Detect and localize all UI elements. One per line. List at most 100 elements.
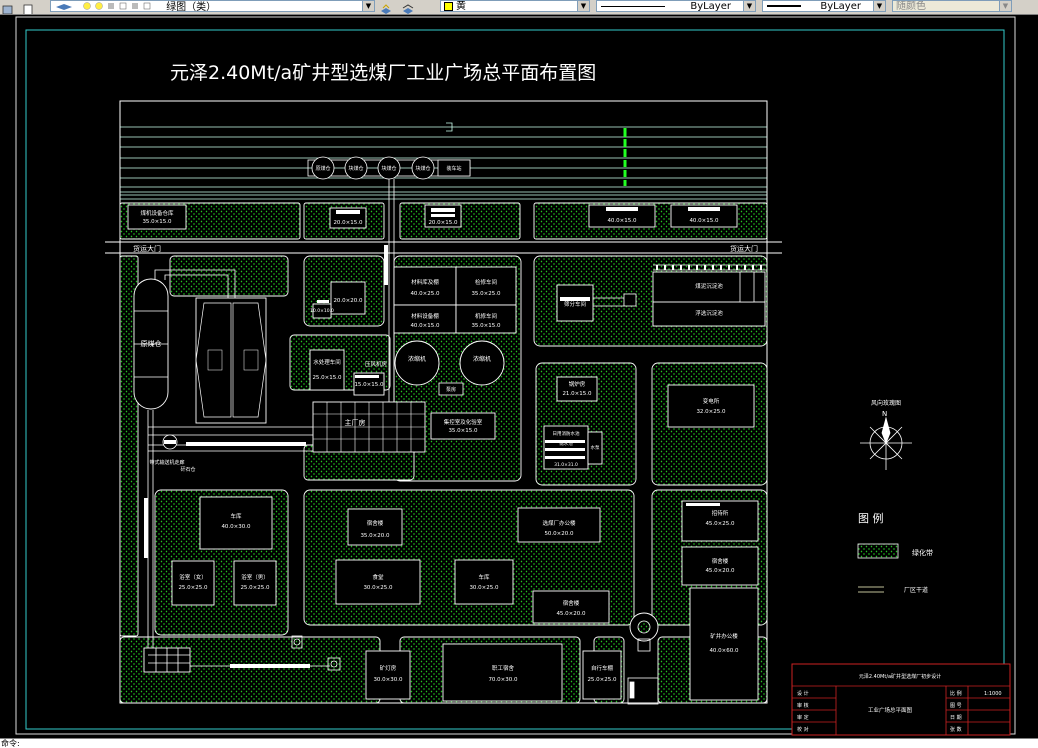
- make-current-layer-icon[interactable]: [380, 1, 392, 14]
- silo: [344, 156, 368, 180]
- roundabout-center: [637, 620, 651, 634]
- building-box: [667, 384, 755, 428]
- building-size: 21.0×15.0: [562, 391, 592, 397]
- properties-toolbar: _绿图（类） ▼ 黄 ▼ ByLayer ▼ ByLayer ▼ 随颜色 ▼: [0, 0, 1038, 15]
- chevron-down-icon[interactable]: ▼: [362, 1, 374, 11]
- linetype-sample: [601, 6, 665, 7]
- drawing-title: 元泽2.40Mt/a矿井型选煤厂工业广场总平面布置图: [170, 62, 596, 84]
- gangue-bin-label: 矸石仓: [180, 466, 195, 473]
- model-space[interactable]: 元泽2.40Mt/a矿井型选煤厂工业广场总平面布置图 原煤仓 块煤仓 块煤仓 块…: [0, 15, 1038, 738]
- layer-icons: [54, 1, 158, 11]
- legend-title: 图 例: [858, 511, 884, 525]
- lineweight-sample: [767, 5, 801, 7]
- color-combo[interactable]: 黄 ▼: [440, 0, 590, 12]
- inner-frame: [25, 29, 1005, 730]
- building-box: [171, 560, 215, 606]
- building-label: 浴室（女）: [179, 573, 207, 581]
- silo-label: 块煤仓: [381, 165, 396, 172]
- building-box: [681, 500, 759, 542]
- thickener-label: 浓缩机: [408, 355, 426, 363]
- building-size: 20.0×20.0: [333, 298, 363, 304]
- building-box: [588, 204, 656, 228]
- building-box: [330, 281, 366, 315]
- building-box: [689, 587, 759, 701]
- building-box: [587, 431, 603, 465]
- building-box: [681, 546, 759, 586]
- linetype-combo[interactable]: ByLayer ▼: [596, 0, 756, 12]
- plotstyle-value: 随颜色: [896, 1, 926, 12]
- title-block-row: 审 核: [797, 702, 809, 709]
- coal-shed: [195, 297, 267, 424]
- building-label: 矿灯房: [380, 664, 397, 672]
- main-plant-label: 主厂房: [345, 418, 366, 427]
- building-label: 煤泥沉淀池: [695, 282, 723, 290]
- building-label: 浮选沉淀池: [695, 309, 723, 317]
- building-size: 70.0×30.0: [488, 677, 518, 683]
- chevron-down-icon[interactable]: ▼: [743, 1, 755, 11]
- building-size: 35.0×15.0: [471, 323, 501, 329]
- building-box: [517, 507, 601, 543]
- building-label: 水泵: [591, 444, 600, 451]
- thickener: [459, 340, 505, 386]
- title-block-project: 元泽2.40Mt/a矿井型选煤厂初步设计: [859, 673, 941, 680]
- building-label: 压风机房: [365, 360, 388, 368]
- layer-states-icon[interactable]: [22, 1, 34, 14]
- color-swatch: [444, 1, 453, 11]
- title-block-row: 设 计: [797, 690, 809, 697]
- building-box: [335, 559, 421, 605]
- building-box: [670, 204, 738, 228]
- building-box: [582, 650, 622, 700]
- legend-green-swatch: [857, 543, 899, 559]
- chevron-down-icon[interactable]: ▼: [577, 1, 589, 11]
- building-box: [455, 266, 517, 306]
- building-label: 矿井办公楼: [710, 632, 738, 640]
- building-markers: [317, 207, 720, 506]
- building-box: [199, 496, 273, 550]
- left-gate-label: 货运大门: [133, 244, 161, 253]
- building-size: 40.0×30.0: [221, 524, 251, 530]
- building-label: 材料库及棚: [411, 278, 439, 286]
- layer-previous-icon[interactable]: [402, 1, 414, 14]
- building-label: 变电所: [703, 397, 720, 405]
- building-size: 30.0×30.0: [373, 677, 403, 683]
- title-block-row: 校 对: [797, 726, 809, 733]
- building-label: 筛分车间: [564, 300, 586, 308]
- title-block-right-label: 张 数: [950, 726, 962, 733]
- building-label: 食堂: [372, 573, 384, 581]
- legend-item: 厂区干道: [904, 586, 928, 594]
- building-label: 浴室（男）: [241, 573, 269, 581]
- lineweight-combo[interactable]: ByLayer ▼: [762, 0, 886, 12]
- building-label: 招待所: [712, 509, 729, 517]
- plotstyle-combo: 随颜色 ▼: [892, 0, 1012, 12]
- compass: [860, 416, 912, 470]
- title-block-right-label: 日 期: [950, 715, 962, 721]
- building-size: 25.0×25.0: [587, 677, 617, 683]
- gangue-bin: 矸石仓: [162, 434, 196, 473]
- layer-combo[interactable]: _绿图（类） ▼: [50, 0, 375, 12]
- building-box: [556, 376, 598, 402]
- title-block-right-label: 比 例: [950, 690, 962, 697]
- building-label: 水处理车间: [313, 358, 341, 366]
- building-label: 储水池: [559, 440, 573, 447]
- title-block-row: 审 定: [797, 714, 809, 721]
- title-block-scale: 1:1000: [984, 691, 1002, 697]
- building-label: 集控室及化验室: [444, 418, 483, 426]
- building-size: 15.0×15.0: [354, 382, 384, 388]
- chevron-down-icon[interactable]: ▼: [873, 1, 885, 11]
- rail-buffer: [446, 122, 453, 132]
- building-label: 材料设备棚: [411, 312, 439, 320]
- command-line[interactable]: 命令:: [0, 738, 1038, 748]
- silo-label: 块煤仓: [348, 165, 363, 172]
- building-size: 10.0×10.0: [310, 308, 334, 314]
- layer-manager-icon[interactable]: [2, 1, 14, 14]
- building-label: 车库: [230, 512, 242, 520]
- silo-label: 块煤仓: [415, 165, 430, 172]
- building-size: 20.0×15.0: [428, 220, 458, 226]
- belt-section: [384, 245, 388, 285]
- building-label: 日用消防水池: [553, 430, 580, 437]
- building-box: [442, 643, 563, 702]
- building-size: 45.0×20.0: [705, 568, 735, 574]
- building-label: 宿舍楼: [563, 599, 580, 607]
- building-size: 40.0×15.0: [689, 218, 719, 224]
- building-box: [393, 266, 457, 306]
